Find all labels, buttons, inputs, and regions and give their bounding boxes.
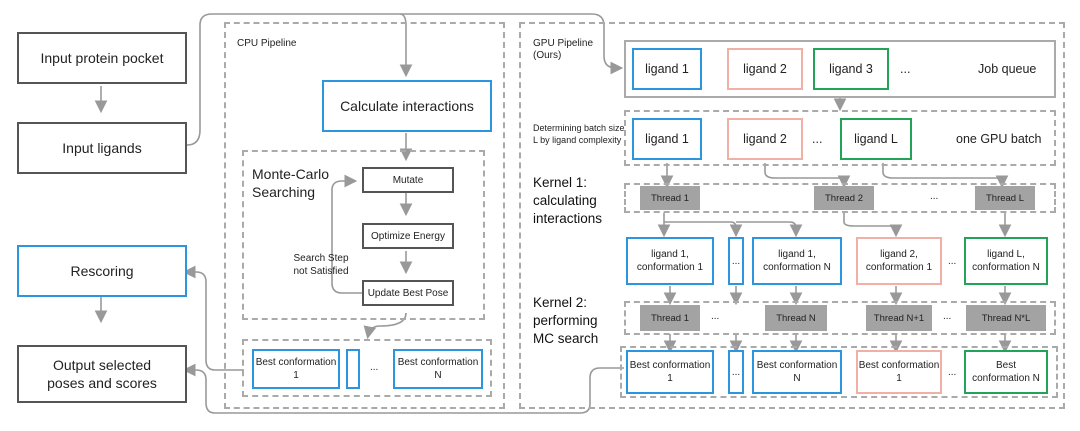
cpu-best-panel [242, 339, 492, 397]
kernel-1-label: Kernel 1: calculating interactions [533, 175, 603, 226]
kernel-2-thread-panel [624, 301, 1056, 335]
conf-l1-c1: ligand 1, conformation 1 [626, 237, 714, 285]
k1-thread-2: Thread 2 [814, 186, 874, 210]
kernel-2-label: Kernel 2: performing MC search [533, 295, 599, 346]
cpu-best-1-label: Best conformation 1 [255, 357, 337, 381]
batch-ellipsis: ... [812, 132, 823, 146]
batch-ligand-1-label: ligand 1 [645, 132, 689, 146]
input-ligands-label: Input ligands [62, 140, 142, 156]
k1-thread-l: Thread L [975, 186, 1035, 210]
conf-l1-c1-label: ligand 1, conformation 1 [636, 249, 704, 273]
conf-l2-c1: ligand 2, conformation 1 [856, 237, 942, 285]
k2-ellipsis-2: ... [943, 311, 952, 322]
k1-thread-1: Thread 1 [640, 186, 700, 210]
gpu-pipeline-title: GPU Pipeline (Ours) [533, 38, 594, 61]
gpu-best-ll-cn-label: Best conformation N [972, 360, 1040, 384]
gpu-best-l1-cn-label: Best conformation N [756, 360, 838, 384]
batch-ligand-2-label: ligand 2 [743, 132, 787, 146]
cpu-pipeline-title: CPU Pipeline [237, 38, 297, 49]
job-ligand-3: ligand 3 [813, 48, 889, 90]
search-step-note: Search Step not Satisfied [293, 253, 349, 277]
output-label: Output selected poses and scores [47, 357, 157, 391]
k2-thread-1: Thread 1 [640, 305, 700, 331]
monte-carlo-title: Monte-Carlo Searching [252, 166, 330, 200]
cpu-best-ellipsis: ... [370, 362, 379, 373]
batch-ligand-l-label: ligand L [854, 132, 898, 146]
gpu-best-l1-c1-label: Best conformation 1 [629, 360, 711, 384]
conf-stack-1: ... [728, 237, 744, 285]
mutate-label: Mutate [392, 174, 424, 186]
rescoring-box: Rescoring [17, 245, 187, 297]
mutate-box: Mutate [362, 167, 454, 193]
gpu-best-l1-cn: Best conformation N [752, 350, 842, 394]
gpu-best-ll-cn: Best conformation N [964, 350, 1048, 394]
batch-ligand-l: ligand L [840, 118, 912, 160]
k2-thread-n: Thread N [765, 305, 827, 331]
conf-stack-1-label: ... [731, 255, 741, 267]
kernel-1-thread-panel [624, 183, 1056, 213]
gpu-best-ellipsis: ... [948, 367, 957, 378]
k1-ellipsis: ... [930, 191, 939, 202]
input-protein-pocket-label: Input protein pocket [40, 50, 164, 66]
job-queue-label: Job queue [978, 62, 1037, 76]
gpu-best-panel [620, 346, 1058, 398]
conf-ellipsis: ... [948, 256, 957, 267]
gpu-best-stack-label: ... [731, 366, 741, 378]
output-box: Output selected poses and scores [17, 345, 187, 403]
job-ligand-2: ligand 2 [727, 48, 803, 90]
conf-l1-cn: ligand 1, conformation N [752, 237, 842, 285]
input-protein-pocket-box: Input protein pocket [17, 32, 187, 84]
job-ligand-2-label: ligand 2 [743, 62, 787, 76]
cpu-best-n-label: Best conformation N [397, 357, 479, 381]
calculate-interactions-label: Calculate interactions [340, 98, 474, 114]
batch-ligand-2: ligand 2 [727, 118, 803, 160]
input-ligands-box: Input ligands [17, 122, 187, 174]
job-ligand-1-label: ligand 1 [645, 62, 689, 76]
calculate-interactions-box: Calculate interactions [322, 80, 492, 132]
conf-ll-cn-label: ligand L, conformation N [972, 249, 1040, 273]
conf-l1-cn-label: ligand 1, conformation N [763, 249, 831, 273]
conf-ll-cn: ligand L, conformation N [964, 237, 1048, 285]
monte-carlo-panel [242, 150, 485, 320]
job-ligand-3-label: ligand 3 [829, 62, 873, 76]
cpu-best-conformation-n: Best conformation N [393, 349, 483, 389]
cpu-pipeline-panel [224, 22, 505, 409]
gpu-best-l2-c1-label: Best conformation 1 [858, 360, 940, 384]
job-queue-panel [624, 40, 1056, 98]
k2-thread-nl: Thread N*L [966, 305, 1046, 331]
gpu-best-l1-c1: Best conformation 1 [626, 350, 714, 394]
optimize-energy-box: Optimize Energy [362, 223, 454, 249]
k2-thread-n-plus-1: Thread N+1 [866, 305, 932, 331]
cpu-best-conformation-1: Best conformation 1 [252, 349, 340, 389]
cpu-best-stack [346, 349, 360, 389]
batch-ligand-1: ligand 1 [632, 118, 702, 160]
gpu-best-l2-c1: Best conformation 1 [856, 350, 942, 394]
update-best-pose-label: Update Best Pose [367, 287, 449, 299]
gpu-best-stack: ... [728, 350, 744, 394]
job-ligand-1: ligand 1 [632, 48, 702, 90]
optimize-energy-label: Optimize Energy [371, 230, 445, 242]
gpu-pipeline-panel [519, 22, 1065, 409]
conf-l2-c1-label: ligand 2, conformation 1 [865, 249, 933, 273]
rescoring-label: Rescoring [70, 263, 134, 279]
update-best-pose-box: Update Best Pose [362, 280, 454, 306]
k2-ellipsis-1: ... [711, 311, 720, 322]
batch-size-note: Determining batch size L by ligand compl… [533, 123, 625, 145]
gpu-batch-label: one GPU batch [956, 132, 1042, 146]
job-queue-ellipsis: ... [900, 62, 911, 76]
gpu-batch-panel [624, 110, 1056, 166]
